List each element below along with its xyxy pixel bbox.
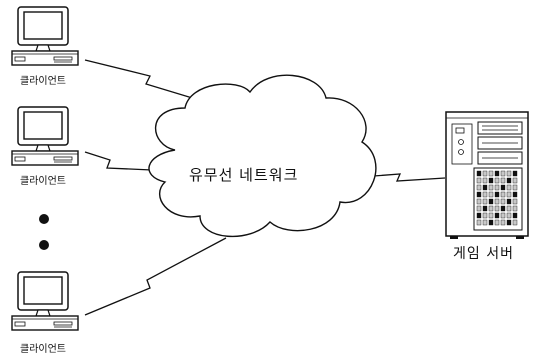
vent-cell (488, 170, 494, 177)
vent-cell (494, 212, 500, 219)
client-label-3: 클라이언트 (20, 344, 66, 355)
vent-cell (512, 219, 518, 226)
vent-cell (476, 177, 482, 184)
client-computer-3 (11, 271, 79, 331)
vent-cell (500, 184, 506, 191)
vent-cell (500, 170, 506, 177)
server-vent-grid (476, 170, 518, 226)
vent-cell (512, 177, 518, 184)
vent-cell (494, 205, 500, 212)
network-label: 유무선 네트워크 (189, 166, 299, 184)
vent-cell (500, 191, 506, 198)
vent-cell (512, 205, 518, 212)
vent-cell (506, 212, 512, 219)
vent-cell (512, 191, 518, 198)
vent-cell (512, 184, 518, 191)
ellipsis-dot-1 (39, 214, 49, 224)
vent-cell (506, 184, 512, 191)
vent-cell (506, 191, 512, 198)
vent-cell (506, 177, 512, 184)
vent-cell (476, 184, 482, 191)
vent-cell (482, 191, 488, 198)
vent-cell (500, 198, 506, 205)
vent-cell (482, 170, 488, 177)
vent-cell (488, 205, 494, 212)
vent-cell (506, 198, 512, 205)
vent-cell (482, 184, 488, 191)
vent-cell (512, 212, 518, 219)
vent-cell (500, 177, 506, 184)
client-label-2: 클라이언트 (20, 176, 66, 187)
client-computer-2 (11, 106, 79, 166)
client-computer-1 (11, 6, 79, 66)
vent-cell (506, 219, 512, 226)
server-tower (445, 111, 529, 239)
vent-cell (488, 198, 494, 205)
vent-cell (500, 219, 506, 226)
vent-cell (506, 170, 512, 177)
vent-cell (476, 198, 482, 205)
vent-cell (482, 212, 488, 219)
vent-cell (476, 212, 482, 219)
vent-cell (512, 198, 518, 205)
link-client-3 (84, 237, 227, 316)
vent-cell (512, 170, 518, 177)
vent-cell (494, 191, 500, 198)
network-cloud (148, 74, 377, 238)
vent-cell (476, 219, 482, 226)
link-client-2 (84, 151, 153, 171)
vent-cell (476, 170, 482, 177)
vent-cell (506, 205, 512, 212)
server-label: 게임 서버 (453, 246, 514, 262)
vent-cell (488, 177, 494, 184)
vent-cell (482, 205, 488, 212)
vent-cell (488, 219, 494, 226)
vent-cell (494, 219, 500, 226)
vent-cell (494, 198, 500, 205)
vent-cell (500, 205, 506, 212)
link-client-1 (84, 59, 233, 111)
client-label-1: 클라이언트 (20, 76, 66, 87)
ellipsis-dot-2 (39, 240, 49, 250)
vent-cell (494, 170, 500, 177)
vent-cell (488, 191, 494, 198)
vent-cell (494, 184, 500, 191)
vent-cell (482, 219, 488, 226)
vent-cell (488, 184, 494, 191)
vent-cell (488, 212, 494, 219)
link-server (359, 173, 446, 182)
vent-cell (482, 177, 488, 184)
vent-cell (482, 198, 488, 205)
vent-cell (494, 177, 500, 184)
vent-cell (476, 191, 482, 198)
vent-cell (476, 205, 482, 212)
vent-cell (500, 212, 506, 219)
